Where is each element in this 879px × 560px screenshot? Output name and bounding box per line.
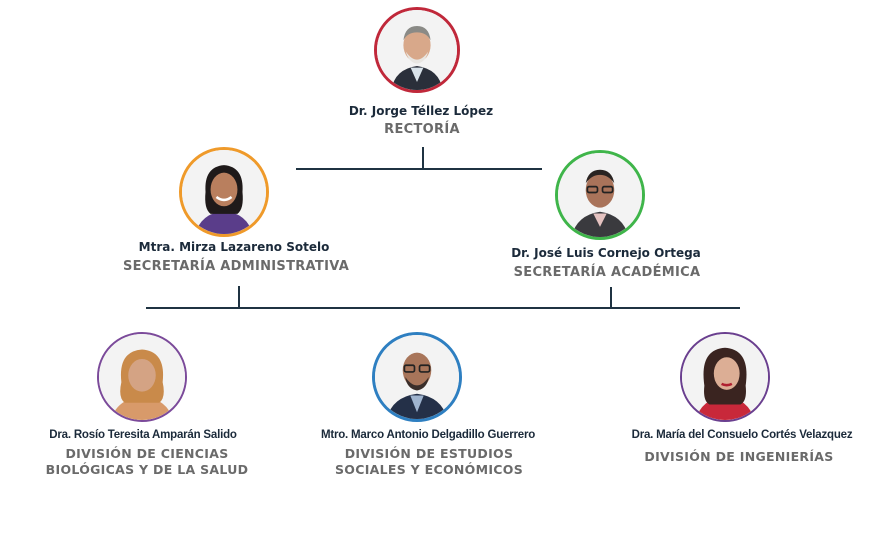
connector-administrativa-vertical bbox=[238, 286, 240, 309]
title-sociales-line1: DIVISIÓN DE ESTUDIOS bbox=[344, 446, 514, 461]
connector-secretarias-horizontal bbox=[296, 168, 542, 170]
avatar-rectoria bbox=[374, 7, 460, 93]
person-photo-icon bbox=[377, 10, 457, 90]
title-ciencias: DIVISIÓN DE CIENCIAS BIOLÓGICAS Y DE LA … bbox=[46, 446, 249, 478]
title-academica: SECRETARÍA ACADÉMICA bbox=[513, 265, 701, 280]
person-photo-icon bbox=[558, 153, 642, 237]
name-ingenierias: Dra. María del Consuelo Cortés Velazquez bbox=[631, 429, 853, 441]
person-photo-icon bbox=[375, 335, 459, 419]
avatar-ciencias bbox=[97, 332, 187, 422]
person-photo-icon bbox=[182, 150, 266, 234]
connector-rectoria-vertical bbox=[422, 147, 424, 170]
title-administrativa: SECRETARÍA ADMINISTRATIVA bbox=[122, 259, 350, 274]
name-ciencias: Dra. Rosío Teresita Amparán Salido bbox=[49, 429, 237, 441]
person-photo-icon bbox=[99, 334, 185, 420]
title-ciencias-line2: BIOLÓGICAS Y DE LA SALUD bbox=[45, 462, 249, 477]
name-administrativa: Mtra. Mirza Lazareno Sotelo bbox=[138, 240, 330, 254]
title-sociales: DIVISIÓN DE ESTUDIOS SOCIALES Y ECONÓMIC… bbox=[335, 446, 523, 478]
title-ingenierias: DIVISIÓN DE INGENIERÍAS bbox=[644, 449, 834, 464]
avatar-sociales bbox=[372, 332, 462, 422]
title-sociales-line2: SOCIALES Y ECONÓMICOS bbox=[334, 462, 524, 477]
title-rectoria: RECTORÍA bbox=[384, 122, 460, 137]
title-ciencias-line1: DIVISIÓN DE CIENCIAS bbox=[65, 446, 229, 461]
person-photo-icon bbox=[682, 334, 768, 420]
name-rectoria: Dr. Jorge Téllez López bbox=[348, 104, 494, 118]
avatar-ingenierias bbox=[680, 332, 770, 422]
connector-divisiones-horizontal bbox=[146, 307, 740, 309]
avatar-academica bbox=[555, 150, 645, 240]
avatar-administrativa bbox=[179, 147, 269, 237]
connector-academica-vertical bbox=[610, 287, 612, 309]
name-academica: Dr. José Luis Cornejo Ortega bbox=[511, 246, 701, 260]
name-sociales: Mtro. Marco Antonio Delgadillo Guerrero bbox=[320, 429, 536, 441]
